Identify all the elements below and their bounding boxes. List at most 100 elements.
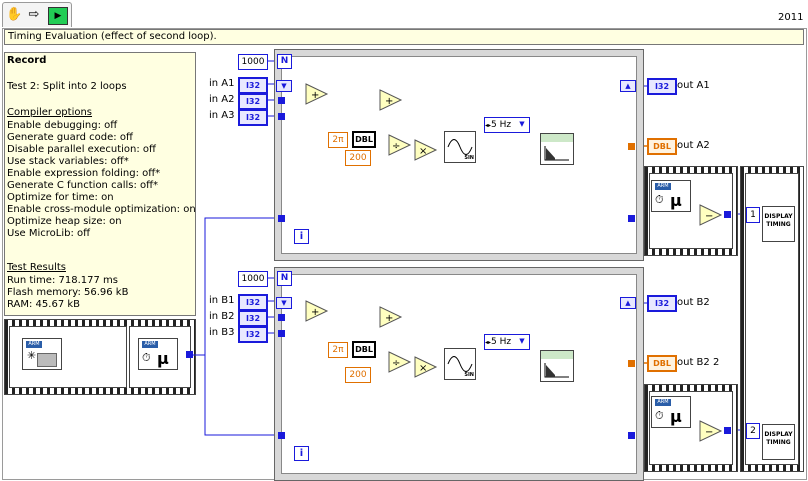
out-a2-label: out A2: [677, 140, 710, 151]
add-node-4[interactable]: +: [379, 306, 403, 328]
arm-timer-vi[interactable]: ARM ⏱ μ: [138, 338, 178, 370]
index-constant-1[interactable]: 1: [746, 207, 760, 223]
sin-label-2: SIN: [464, 372, 474, 378]
arm-timer-vi-3[interactable]: ARM ⏱ μ: [651, 396, 691, 428]
out-b2-label: out B2: [677, 297, 710, 308]
arm-timer-vi-2[interactable]: ARM ⏱ μ: [651, 180, 691, 212]
tunnel-b2-out: [628, 360, 635, 367]
chip-icon: [37, 353, 57, 367]
compiler-option: Generate C function calls: off*: [7, 180, 159, 191]
record-comment: Record Test 2: Split into 2 loops Compil…: [4, 52, 196, 316]
chevron-down-icon[interactable]: ▼: [519, 120, 525, 128]
divide-node-2[interactable]: ÷: [388, 351, 412, 373]
add-node-1[interactable]: +: [305, 83, 329, 105]
multiply-node-1[interactable]: ×: [414, 139, 438, 161]
compiler-option: Enable cross-module optimization: on: [7, 204, 196, 215]
out-b2-indicator[interactable]: I32: [647, 295, 677, 312]
loop1-count-terminal: N: [277, 54, 292, 69]
chevron-down-icon[interactable]: ▼: [519, 337, 525, 345]
in-b1-control[interactable]: I32: [238, 294, 268, 311]
divide-node-1[interactable]: ÷: [388, 134, 412, 156]
filter-header: [541, 134, 573, 142]
shift-register-down-icon: ▼: [276, 297, 292, 309]
add-node-2[interactable]: +: [379, 89, 403, 111]
subtract-node-2[interactable]: −: [699, 420, 723, 442]
loop2-out-tunnel: [628, 432, 635, 439]
svg-text:÷: ÷: [392, 141, 400, 152]
run-icon[interactable]: ▶: [48, 7, 68, 25]
freq-value-2: 5 Hz: [491, 337, 512, 347]
freq-enum-2[interactable]: ◂▸5 Hz: [484, 334, 530, 350]
tunnel-b3: [278, 330, 285, 337]
for-loop-2[interactable]: [274, 267, 644, 481]
out-b2-2-indicator[interactable]: DBL: [647, 355, 677, 372]
in-a3-control[interactable]: I32: [238, 109, 268, 126]
out-a1-indicator[interactable]: I32: [647, 78, 677, 95]
shift-register-up-icon: ▲: [620, 297, 636, 309]
two-pi-constant-2[interactable]: 2π: [328, 342, 348, 358]
arrow-icon[interactable]: ⇨: [28, 7, 40, 22]
filter-vi-1[interactable]: [540, 133, 574, 165]
loop1-iteration-terminal: i: [294, 229, 309, 244]
in-b3-control[interactable]: I32: [238, 326, 268, 343]
display-timing-vi-2[interactable]: DISPLAY TIMING: [762, 424, 795, 460]
in-b2-control[interactable]: I32: [238, 310, 268, 327]
mu-label: μ: [670, 191, 682, 210]
compiler-option: Optimize heap size: on: [7, 216, 122, 227]
filter-header: [541, 351, 573, 359]
display-timing-vi-1[interactable]: DISPLAY TIMING: [762, 206, 795, 242]
tunnel-a3: [278, 113, 285, 120]
in-a3-label: in A3: [209, 110, 235, 121]
svg-text:+: +: [311, 307, 319, 318]
shift-register-down-icon: ▼: [276, 80, 292, 92]
compiler-option: Use stack variables: off*: [7, 156, 129, 167]
loop2-count-terminal: N: [277, 271, 292, 286]
add-node-3[interactable]: +: [305, 300, 329, 322]
loop1-count-constant[interactable]: 1000: [238, 54, 268, 70]
test-result: Run time: 718.177 ms: [7, 275, 118, 286]
in-a2-label: in A2: [209, 94, 235, 105]
const-200-1[interactable]: 200: [345, 150, 371, 166]
hand-tool-icon[interactable]: ✋: [6, 7, 23, 22]
const-200-2[interactable]: 200: [345, 367, 371, 383]
compiler-option: Enable debugging: off: [7, 120, 118, 131]
sparkle-icon: ✳: [27, 349, 37, 362]
sine-function-2[interactable]: SIN: [444, 348, 476, 380]
loop2-count-constant[interactable]: 1000: [238, 271, 268, 287]
freq-value-1: 5 Hz: [491, 120, 512, 130]
arm-tag: ARM: [655, 183, 671, 190]
svg-text:+: +: [311, 90, 319, 101]
shift-register-up-icon: ▲: [620, 80, 636, 92]
dbl-convert-2[interactable]: DBL: [352, 341, 376, 358]
loop1-timer-tunnel: [278, 215, 285, 222]
arm-init-vi[interactable]: ARM ✳: [22, 338, 62, 370]
in-a1-control[interactable]: I32: [238, 77, 268, 94]
multiply-node-2[interactable]: ×: [414, 356, 438, 378]
compiler-option: Disable parallel execution: off: [7, 144, 156, 155]
svg-text:×: ×: [419, 363, 427, 374]
enum-arrows-icon: ◂▸: [485, 122, 492, 129]
timer-output-terminal[interactable]: [186, 351, 193, 358]
svg-text:−: −: [705, 211, 713, 222]
loop1-out-tunnel: [628, 215, 635, 222]
subtract-node-1[interactable]: −: [699, 204, 723, 226]
in-a2-control[interactable]: I32: [238, 93, 268, 110]
compiler-heading: Compiler options: [7, 107, 93, 118]
results-heading: Test Results: [7, 262, 66, 273]
compiler-option: Optimize for time: on: [7, 192, 114, 203]
in-a1-label: in A1: [209, 78, 235, 89]
two-pi-constant-1[interactable]: 2π: [328, 132, 348, 148]
record-heading: Record: [7, 55, 47, 66]
sine-function-1[interactable]: SIN: [444, 131, 476, 163]
dbl-convert-1[interactable]: DBL: [352, 131, 376, 148]
arm-tag: ARM: [142, 341, 158, 348]
title-text: Timing Evaluation (effect of second loop…: [8, 31, 217, 42]
toolbar-tab: ✋ ⇨ ▶: [2, 2, 72, 27]
freq-enum-1[interactable]: ◂▸5 Hz: [484, 117, 530, 133]
svg-text:−: −: [705, 427, 713, 438]
out-a2-indicator[interactable]: DBL: [647, 138, 677, 155]
stopwatch-icon: ⏱: [655, 193, 664, 206]
filter-vi-2[interactable]: [540, 350, 574, 382]
index-constant-2[interactable]: 2: [746, 423, 760, 439]
